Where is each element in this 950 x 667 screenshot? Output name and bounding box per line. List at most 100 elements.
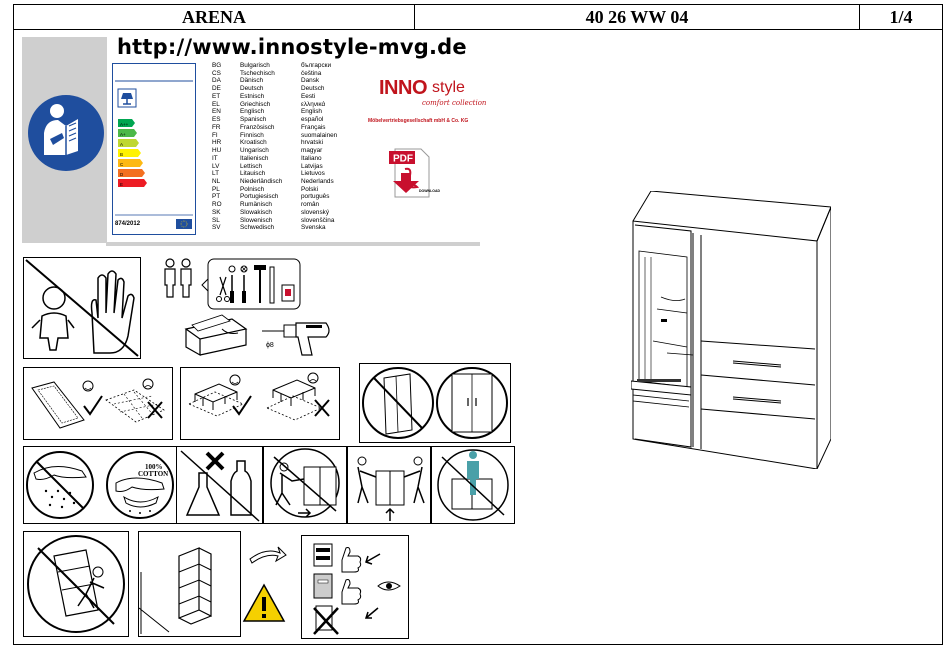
language-code: HU <box>212 147 222 155</box>
language-german: Griechisch <box>240 100 271 108</box>
language-german: Ungarisch <box>240 147 269 155</box>
clean-with-damp-cloth-box: 100% COTTON <box>23 446 180 524</box>
wall-anchor-box <box>138 531 241 637</box>
language-code: CS <box>212 69 221 77</box>
move-furniture-box-1 <box>263 446 347 524</box>
language-german: Litauisch <box>240 170 266 178</box>
language-german: Französisch <box>240 123 275 131</box>
language-native: Italiano <box>301 154 322 162</box>
language-code: ET <box>212 92 221 100</box>
move-furniture-icon <box>270 448 340 518</box>
header-bar: ARENA 40 26 WW 04 1/4 <box>14 5 942 30</box>
language-native: Deutsch <box>301 85 325 93</box>
language-german: Polnisch <box>240 185 265 193</box>
language-row: PT Portugiesisch português <box>212 193 337 201</box>
cotton-percent: 100% <box>145 463 163 471</box>
language-native: suomalainen <box>301 131 338 139</box>
language-german: Estnisch <box>240 92 265 100</box>
language-german: Italienisch <box>240 154 269 162</box>
svg-text:ϕ8: ϕ8 <box>266 342 274 349</box>
language-code: DE <box>212 85 221 93</box>
page-number: 1/4 <box>889 7 913 27</box>
no-chemicals-icon <box>180 450 260 522</box>
language-code: SL <box>212 216 220 224</box>
language-code: RO <box>212 201 222 209</box>
language-row: RO Rumänisch român <box>212 201 337 209</box>
pdf-download-icon[interactable]: PDF <box>387 147 433 199</box>
no-tall-furniture-box <box>359 363 511 443</box>
lift-furniture-icon <box>357 456 425 521</box>
language-german: Lettisch <box>240 162 263 170</box>
language-german: Rumänisch <box>240 201 272 209</box>
language-code: HR <box>212 139 222 147</box>
language-code: PT <box>212 193 221 201</box>
language-row: ET Estnisch Eesti <box>212 93 337 101</box>
language-german: Schwedisch <box>240 224 275 232</box>
no-children-box <box>23 257 141 359</box>
website-url[interactable]: http://www.innostyle-mvg.de <box>117 35 467 59</box>
language-code: SV <box>212 224 221 232</box>
language-german: Niederländisch <box>240 178 283 186</box>
language-german: Portugiesisch <box>240 193 279 201</box>
language-code: NL <box>212 178 221 186</box>
language-native: български <box>301 62 332 69</box>
language-native: ελληνικά <box>301 100 326 108</box>
language-code: PL <box>212 185 220 193</box>
language-german: Slowenisch <box>240 216 273 224</box>
wall-anchor-icon <box>139 547 212 634</box>
language-code: EN <box>212 108 221 116</box>
language-native: português <box>301 193 330 201</box>
energy-label-icon <box>112 63 196 235</box>
product-code: 40 26 WW 04 <box>585 7 689 27</box>
assemble-on-flat-surface-box <box>180 367 340 440</box>
language-german: Slowakisch <box>240 208 272 216</box>
two-person-assembly-icon: ϕ8 <box>164 258 330 357</box>
language-code: FI <box>212 131 218 139</box>
pdf-download-caption: DOWNLOAD <box>419 189 440 193</box>
assemble-on-flat-surface-icon <box>188 372 330 421</box>
language-german: Bulgarisch <box>240 62 270 69</box>
language-native: Svenska <box>301 224 326 232</box>
no-chemicals-box <box>176 446 263 524</box>
language-native: Dansk <box>301 77 320 85</box>
language-native: Français <box>301 123 326 131</box>
language-row: PL Polnisch Polski <box>212 186 337 194</box>
language-native: Eesti <box>301 92 316 100</box>
language-german: Dänisch <box>240 77 264 85</box>
language-native: român <box>301 201 320 209</box>
language-german: Englisch <box>240 108 265 116</box>
assemble-on-carpet-icon <box>31 378 165 429</box>
language-native: Polski <box>301 185 319 193</box>
language-code: LT <box>212 170 219 178</box>
language-native: slovenský <box>301 208 330 216</box>
language-german: Spanisch <box>240 116 267 124</box>
cotton-label: COTTON <box>138 470 169 478</box>
language-native: Lietuvos <box>301 170 325 178</box>
person-height-box <box>431 446 515 524</box>
drill-icon <box>262 322 330 356</box>
language-german: Tschechisch <box>240 69 275 77</box>
next-arrow-icon <box>249 546 287 564</box>
divider-line <box>106 242 480 246</box>
language-code: DA <box>212 77 221 85</box>
language-code: ES <box>212 116 221 124</box>
check-fittings-box <box>301 535 409 639</box>
no-tall-furniture-icon <box>362 367 508 439</box>
svg-text:PDF: PDF <box>393 154 413 165</box>
move-furniture-box-2 <box>347 446 431 524</box>
language-row: SV Schwedisch Svenska <box>212 224 337 232</box>
read-manual-icon <box>28 95 104 171</box>
check-fittings-icon <box>313 543 401 635</box>
